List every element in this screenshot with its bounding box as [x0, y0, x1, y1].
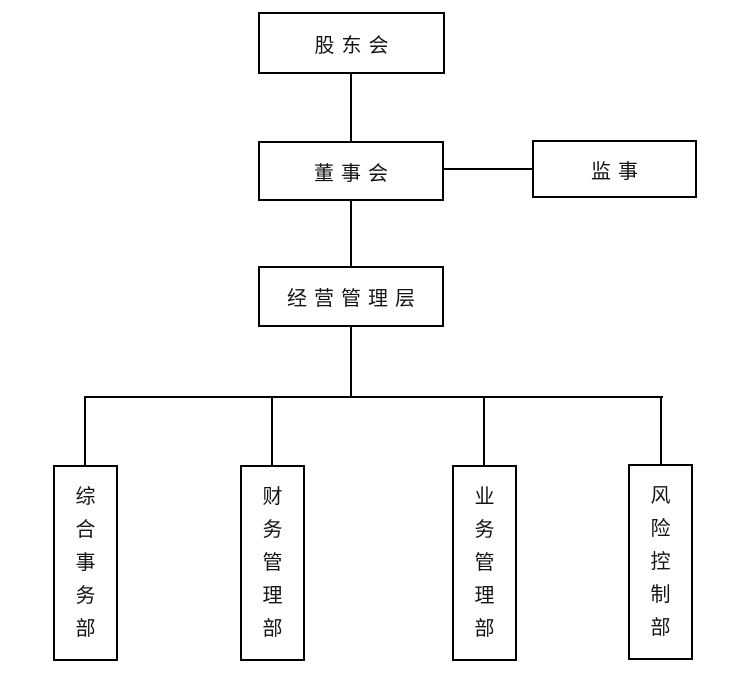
node-dept-financial-management: 财务管理部: [240, 465, 305, 661]
node-management-level: 经营管理层: [258, 266, 444, 327]
node-board-of-directors: 董事会: [258, 141, 444, 201]
connector-drop-dept-business: [483, 396, 485, 465]
node-supervisor: 监事: [532, 140, 697, 198]
node-shareholders-meeting: 股东会: [258, 12, 445, 74]
node-dept-finance-label: 财务管理部: [262, 485, 283, 640]
node-dept-business-management: 业务管理部: [452, 465, 517, 661]
connector-drop-dept-general: [84, 396, 86, 465]
node-management-label: 经营管理层: [287, 288, 422, 310]
connector-board-supervisor: [444, 168, 532, 170]
connector-board-management: [350, 201, 352, 266]
connector-drop-dept-risk: [660, 396, 662, 464]
node-dept-business-label: 业务管理部: [474, 485, 495, 640]
node-board-label: 董事会: [314, 162, 395, 185]
connector-management-trunk: [350, 327, 352, 397]
node-dept-risk-label: 风险控制部: [650, 484, 671, 639]
node-supervisor-label: 监事: [591, 160, 645, 183]
node-dept-risk-control: 风险控制部: [628, 464, 693, 660]
connector-shareholders-board: [350, 74, 352, 141]
node-dept-general-label: 综合事务部: [75, 485, 96, 640]
node-dept-general-affairs: 综合事务部: [53, 465, 118, 661]
connector-branch-bar: [84, 396, 663, 398]
connector-drop-dept-finance: [271, 396, 273, 465]
node-shareholders-label: 股东会: [314, 34, 396, 57]
